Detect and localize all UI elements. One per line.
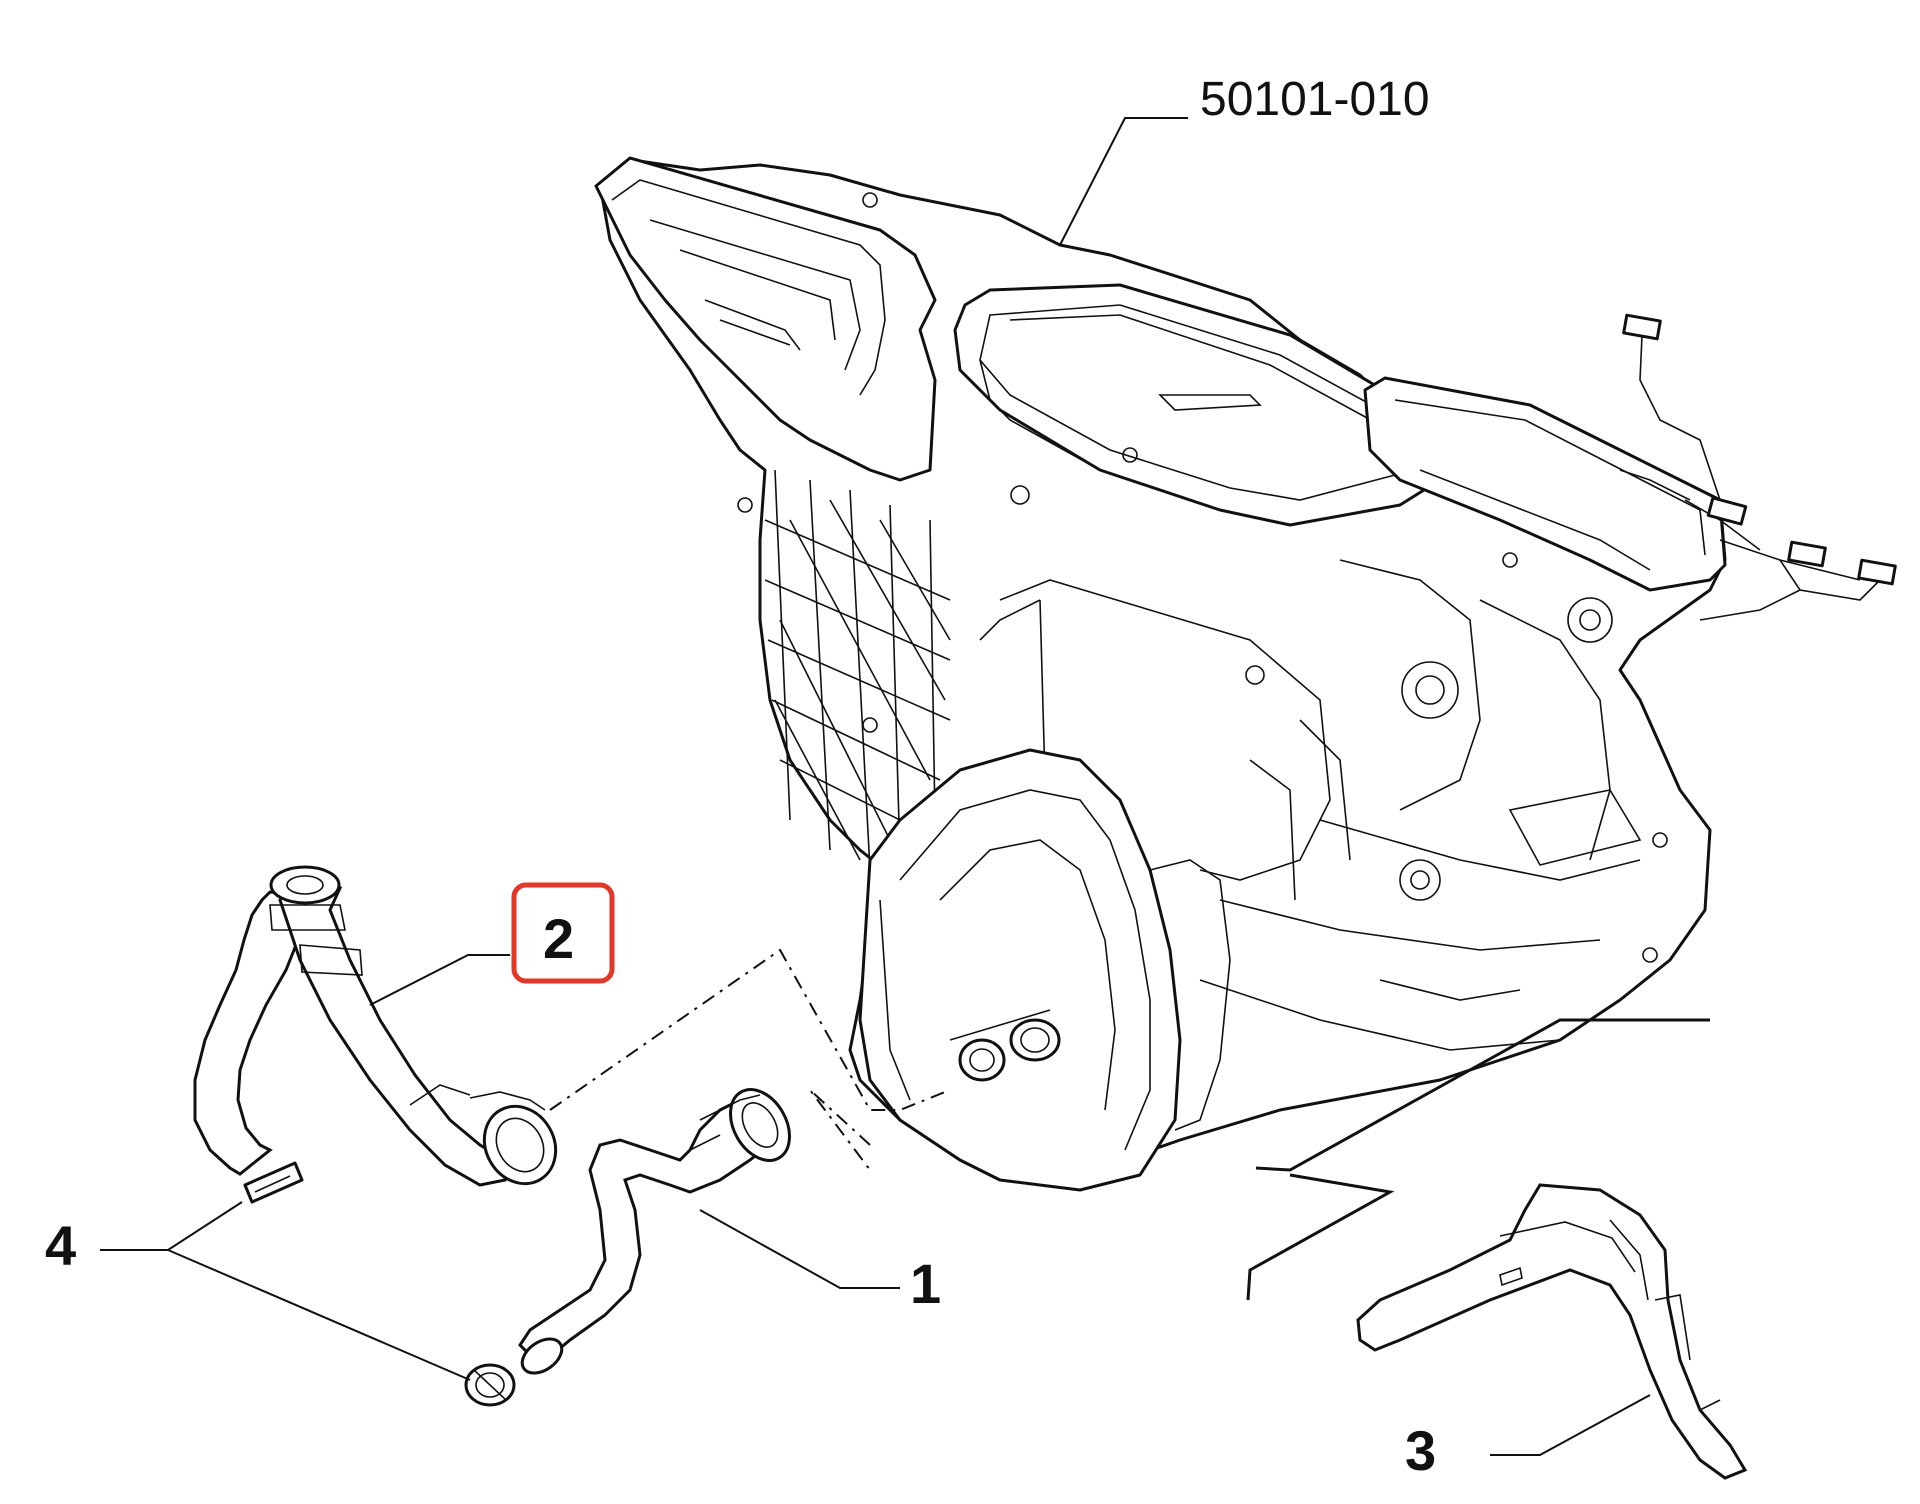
part-4-hose-clamps xyxy=(243,1161,516,1407)
wiring-connectors xyxy=(1619,313,1897,621)
callout-2-label: 2 xyxy=(543,907,574,970)
callout-3-label: 3 xyxy=(1405,1419,1436,1482)
part-2-heater-hose xyxy=(193,865,558,1187)
housing-lattice xyxy=(764,469,951,871)
part-3-drain-tube xyxy=(1356,1183,1748,1480)
callout-2-highlight-box xyxy=(511,882,615,984)
callout-1-label: 1 xyxy=(910,1252,941,1315)
callout-4-label: 4 xyxy=(45,1214,76,1277)
part-1-heater-hose xyxy=(518,1088,791,1375)
assembly-phantom-lines xyxy=(549,948,1710,1301)
reference-number-label: 50101-010 xyxy=(1200,73,1430,126)
hvac-unit-assembly xyxy=(594,156,1897,1192)
leader-lines xyxy=(100,117,1651,1456)
